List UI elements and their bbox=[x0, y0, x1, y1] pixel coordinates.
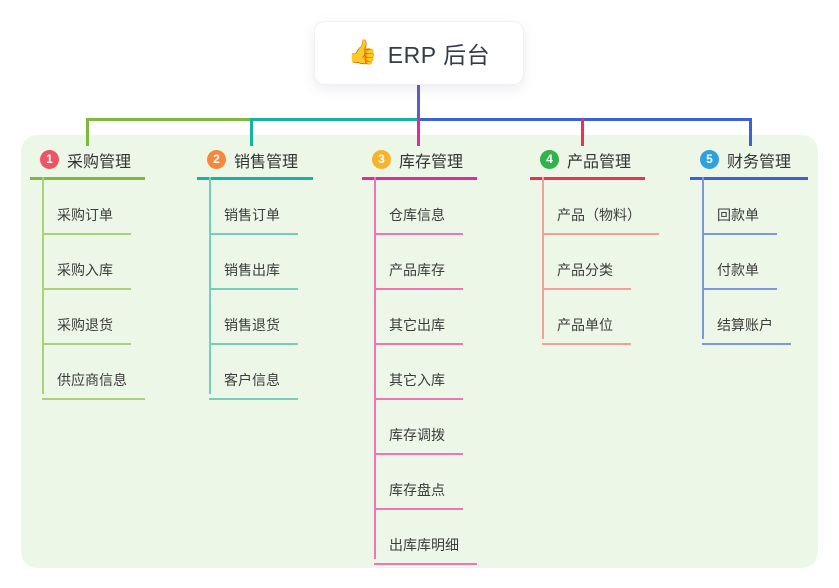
child-node[interactable]: 产品（物料） bbox=[542, 205, 659, 235]
child-node[interactable]: 采购退货 bbox=[42, 315, 131, 345]
connector-drop-line bbox=[749, 118, 752, 146]
root-connector-line bbox=[417, 83, 420, 119]
branches-panel bbox=[21, 135, 818, 568]
branch-number-badge: 2 bbox=[207, 150, 226, 169]
child-row: 销售退货 bbox=[197, 290, 313, 345]
branch-children: 产品（物料） 产品分类 产品单位 bbox=[530, 177, 659, 345]
root-node[interactable]: 👍 ERP 后台 bbox=[315, 22, 523, 84]
child-row: 采购入库 bbox=[30, 235, 145, 290]
branch-title: 销售管理 bbox=[234, 153, 299, 171]
connector-rail-segment bbox=[86, 118, 250, 121]
child-node[interactable]: 库存调拨 bbox=[374, 425, 463, 455]
child-row: 出库库明细 bbox=[362, 510, 477, 565]
branch-children: 回款单 付款单 结算账户 bbox=[690, 177, 808, 345]
connector-rail-segment bbox=[250, 118, 419, 121]
child-row: 采购订单 bbox=[30, 180, 145, 235]
child-node[interactable]: 其它出库 bbox=[374, 315, 463, 345]
branch-number-badge: 1 bbox=[40, 150, 59, 169]
branch-1: 1 采购管理 采购订单 采购入库 采购退货 供应商信息 bbox=[30, 149, 145, 400]
child-node[interactable]: 产品分类 bbox=[542, 260, 631, 290]
child-row: 客户信息 bbox=[197, 345, 313, 400]
branch-2: 2 销售管理 销售订单 销售出库 销售退货 客户信息 bbox=[197, 149, 313, 400]
child-node[interactable]: 供应商信息 bbox=[42, 370, 145, 400]
child-row: 采购退货 bbox=[30, 290, 145, 345]
child-row: 产品库存 bbox=[362, 235, 477, 290]
child-node[interactable]: 销售出库 bbox=[209, 260, 298, 290]
branch-spine-line bbox=[374, 177, 376, 559]
child-row: 产品单位 bbox=[530, 290, 659, 345]
child-node[interactable]: 销售订单 bbox=[209, 205, 298, 235]
branch-spine-line bbox=[42, 177, 44, 394]
child-row: 库存盘点 bbox=[362, 455, 477, 510]
child-node[interactable]: 付款单 bbox=[702, 260, 777, 290]
child-row: 其它入库 bbox=[362, 345, 477, 400]
child-node[interactable]: 仓库信息 bbox=[374, 205, 463, 235]
branch-title: 产品管理 bbox=[567, 153, 632, 171]
branch-header[interactable]: 3 库存管理 bbox=[362, 149, 477, 180]
branch-4: 4 产品管理 产品（物料） 产品分类 产品单位 bbox=[530, 149, 659, 345]
branch-number-badge: 5 bbox=[700, 150, 719, 169]
child-node[interactable]: 回款单 bbox=[702, 205, 777, 235]
branch-title: 财务管理 bbox=[727, 153, 792, 171]
child-node[interactable]: 销售退货 bbox=[209, 315, 298, 345]
branch-number-badge: 4 bbox=[540, 150, 559, 169]
thumbs-up-icon: 👍 bbox=[347, 39, 378, 66]
branch-spine-line bbox=[542, 177, 544, 339]
branch-number-badge: 3 bbox=[372, 150, 391, 169]
child-node[interactable]: 结算账户 bbox=[702, 315, 791, 345]
root-title: ERP 后台 bbox=[387, 42, 491, 68]
child-node[interactable]: 产品单位 bbox=[542, 315, 631, 345]
child-node[interactable]: 出库库明细 bbox=[374, 535, 477, 565]
child-node[interactable]: 采购订单 bbox=[42, 205, 131, 235]
child-row: 产品分类 bbox=[530, 235, 659, 290]
child-row: 销售订单 bbox=[197, 180, 313, 235]
child-row: 结算账户 bbox=[690, 290, 808, 345]
connector-rail-segment bbox=[419, 118, 752, 121]
connector-drop-line bbox=[417, 118, 420, 146]
branch-spine-line bbox=[702, 177, 704, 339]
child-row: 仓库信息 bbox=[362, 180, 477, 235]
connector-drop-line bbox=[581, 118, 584, 146]
branch-spine-line bbox=[209, 177, 211, 394]
child-row: 回款单 bbox=[690, 180, 808, 235]
branch-children: 仓库信息 产品库存 其它出库 其它入库 库存调拨 库存盘点 出库库明细 bbox=[362, 177, 477, 565]
branch-3: 3 库存管理 仓库信息 产品库存 其它出库 其它入库 库存调拨 库存盘点 出库库… bbox=[362, 149, 477, 565]
child-node[interactable]: 采购入库 bbox=[42, 260, 131, 290]
child-row: 付款单 bbox=[690, 235, 808, 290]
branch-header[interactable]: 1 采购管理 bbox=[30, 149, 145, 180]
child-node[interactable]: 客户信息 bbox=[209, 370, 298, 400]
child-row: 销售出库 bbox=[197, 235, 313, 290]
child-row: 其它出库 bbox=[362, 290, 477, 345]
branch-5: 5 财务管理 回款单 付款单 结算账户 bbox=[690, 149, 808, 345]
child-node[interactable]: 产品库存 bbox=[374, 260, 463, 290]
child-row: 产品（物料） bbox=[530, 180, 659, 235]
branch-header[interactable]: 5 财务管理 bbox=[690, 149, 808, 180]
child-row: 供应商信息 bbox=[30, 345, 145, 400]
branch-children: 采购订单 采购入库 采购退货 供应商信息 bbox=[30, 177, 145, 400]
branch-title: 库存管理 bbox=[399, 153, 464, 171]
child-row: 库存调拨 bbox=[362, 400, 477, 455]
child-node[interactable]: 其它入库 bbox=[374, 370, 463, 400]
branch-header[interactable]: 2 销售管理 bbox=[197, 149, 313, 180]
connector-drop-line bbox=[250, 118, 253, 146]
connector-drop-line bbox=[86, 118, 89, 146]
branch-title: 采购管理 bbox=[67, 153, 132, 171]
branch-header[interactable]: 4 产品管理 bbox=[530, 149, 645, 180]
child-node[interactable]: 库存盘点 bbox=[374, 480, 463, 510]
branch-children: 销售订单 销售出库 销售退货 客户信息 bbox=[197, 177, 313, 400]
